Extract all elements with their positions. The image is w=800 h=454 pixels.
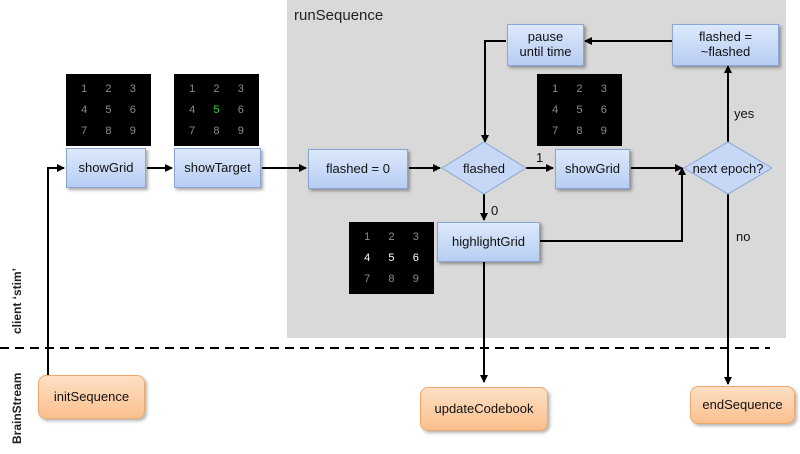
grid-cell: 5 bbox=[576, 103, 583, 116]
edge-init-to-showgrid bbox=[47, 164, 65, 375]
grid-cell: 7 bbox=[189, 125, 196, 138]
pause-box-line-2: until time bbox=[519, 44, 572, 59]
show-grid-box: showGrid bbox=[66, 148, 146, 188]
grid-cell: 9 bbox=[412, 273, 419, 286]
show-target-box: showTarget bbox=[174, 148, 261, 188]
grid-cell: 5 bbox=[388, 251, 395, 264]
grid-cell: 8 bbox=[213, 125, 220, 138]
grid-image-flash: 1 2 3 4 5 6 7 8 9 bbox=[537, 74, 622, 146]
grid-cell: 6 bbox=[412, 251, 419, 264]
edge-label-no: no bbox=[736, 229, 751, 244]
grid-cell: 9 bbox=[600, 125, 607, 138]
grid-cell: 1 bbox=[552, 82, 559, 95]
init-sequence-box: initSequence bbox=[38, 375, 145, 419]
grid-cell: 2 bbox=[388, 230, 395, 243]
flashed-toggle-line-2: ~flashed bbox=[700, 44, 751, 59]
edge-label-one: 1 bbox=[536, 150, 544, 165]
region-title: runSequence bbox=[294, 7, 384, 24]
next-epoch-decision-label: next epoch? bbox=[693, 161, 764, 176]
grid-cell: 3 bbox=[412, 230, 419, 243]
grid-cell: 2 bbox=[576, 82, 583, 95]
grid-cell: 7 bbox=[81, 125, 88, 138]
flashed-toggle-line-1: flashed = bbox=[698, 29, 753, 45]
edge-highlight-to-next-epoch bbox=[540, 167, 686, 242]
edge-label-yes: yes bbox=[734, 106, 755, 121]
grid-image-target: 1 2 3 4 5 6 7 8 9 bbox=[174, 74, 259, 146]
grid-cell: 3 bbox=[129, 82, 136, 95]
flashed-decision-label: flashed bbox=[463, 161, 505, 176]
pause-box: pause until time bbox=[507, 24, 584, 66]
grid-cell: 8 bbox=[388, 273, 395, 286]
grid-cell: 7 bbox=[364, 273, 371, 286]
edge-label-zero: 0 bbox=[491, 203, 499, 218]
grid-cell: 6 bbox=[600, 103, 607, 116]
grid-image-initial: 1 2 3 4 5 6 7 8 9 bbox=[66, 74, 151, 146]
flashed-decision bbox=[441, 141, 527, 195]
pause-box-line-1: pause bbox=[527, 29, 564, 45]
grid-image-highlight: 1 2 3 4 5 6 7 8 9 bbox=[349, 222, 434, 294]
grid-cell: 2 bbox=[213, 82, 220, 95]
grid-cell: 6 bbox=[237, 103, 244, 116]
grid-cell: 8 bbox=[576, 125, 583, 138]
grid-cell: 9 bbox=[129, 125, 136, 138]
grid-cell: 9 bbox=[237, 125, 244, 138]
update-codebook-box: updateCodebook bbox=[420, 387, 548, 431]
grid-cell: 4 bbox=[552, 103, 559, 116]
grid-cell: 4 bbox=[81, 103, 88, 116]
grid-cell: 8 bbox=[105, 125, 112, 138]
end-sequence-box: endSequence bbox=[690, 386, 795, 424]
grid-cell: 3 bbox=[237, 82, 244, 95]
grid-cell: 5 bbox=[213, 103, 220, 116]
grid-cell: 2 bbox=[105, 82, 112, 95]
grid-cell: 5 bbox=[105, 103, 112, 116]
flashed-toggle-box: flashed = ~flashed bbox=[672, 24, 779, 66]
grid-cell: 4 bbox=[364, 251, 371, 264]
flashed-zero-box: flashed = 0 bbox=[308, 149, 408, 189]
show-grid-loop-box: showGrid bbox=[555, 149, 630, 189]
grid-cell: 3 bbox=[600, 82, 607, 95]
edge-pause-to-decision bbox=[481, 40, 506, 143]
highlight-grid-box: highlightGrid bbox=[437, 222, 540, 262]
grid-cell: 6 bbox=[129, 103, 136, 116]
grid-cell: 1 bbox=[189, 82, 196, 95]
grid-cell: 1 bbox=[364, 230, 371, 243]
grid-cell: 1 bbox=[81, 82, 88, 95]
next-epoch-decision bbox=[683, 141, 773, 195]
grid-cell: 7 bbox=[552, 125, 559, 138]
grid-cell: 4 bbox=[189, 103, 196, 116]
